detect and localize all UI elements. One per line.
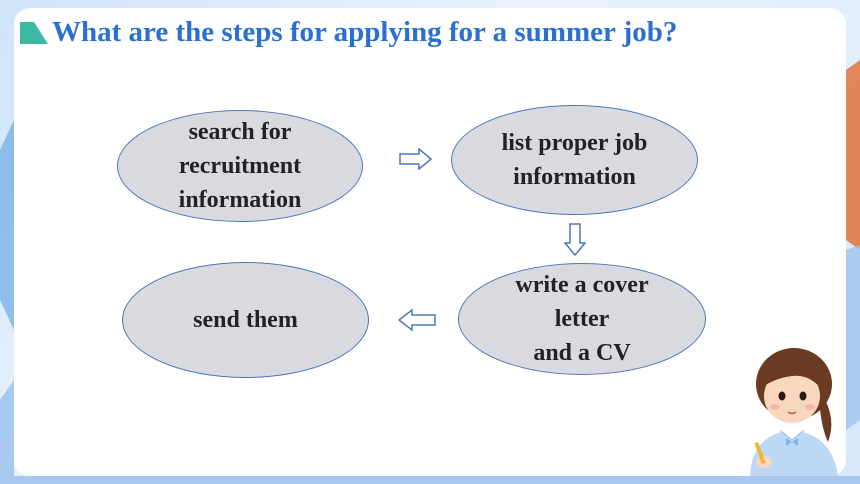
step-node-list: list proper job information [451,105,698,215]
step-label: send them [193,307,298,333]
arrow-left-icon [398,309,436,331]
step-label: list proper job information [501,130,648,190]
page-title: What are the steps for applying for a su… [52,16,678,48]
title-marker-icon [20,22,48,44]
arrow-down-icon [564,223,586,257]
step-label: write a cover letter and a CV [515,272,649,366]
content-card [14,8,846,476]
step-node-send: send them [122,262,369,378]
step-label: search for recruitment information [178,119,302,213]
step-node-write: write a cover letter and a CV [458,263,706,375]
arrow-right-icon [399,148,433,170]
step-node-search: search for recruitment information [117,110,363,222]
girl-illustration [750,348,838,476]
